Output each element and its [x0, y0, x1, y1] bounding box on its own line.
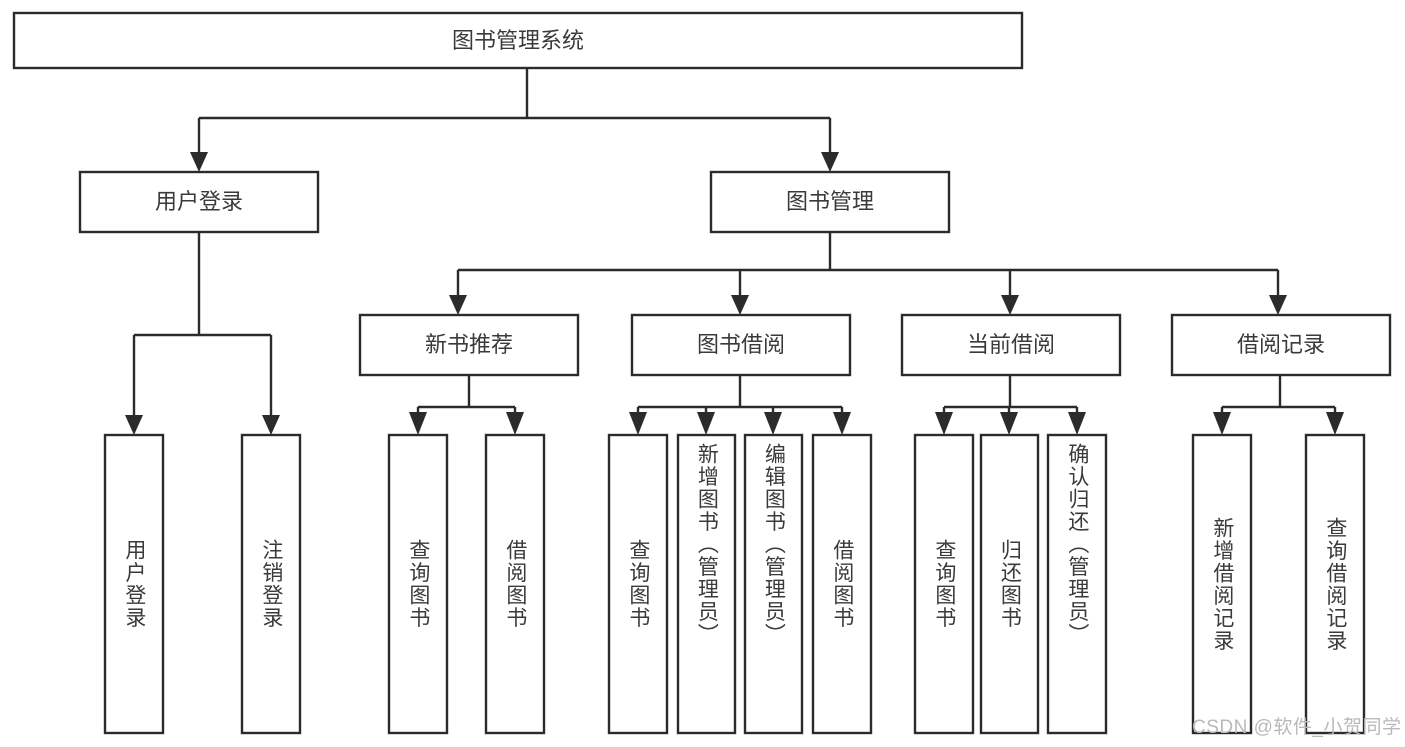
- node-leaf-user-login[interactable]: [103, 433, 165, 735]
- node-leaf-add-book[interactable]: [676, 433, 737, 735]
- arrowhead-leaf-edit-book: [764, 412, 782, 435]
- node-leaf-add-record[interactable]: [1191, 433, 1253, 735]
- node-current-borrow[interactable]: 当前借阅: [900, 313, 1122, 377]
- node-leaf-query-book-c[interactable]: [913, 433, 975, 735]
- node-root[interactable]: 图书管理系统: [12, 11, 1024, 70]
- arrowhead-leaf-query-record: [1326, 412, 1344, 435]
- node-layer: 图书管理系统 用户登录 图书管理 新书推荐 图书借阅 当前: [12, 11, 1392, 735]
- watermark-csdn: CSDN @软件_小贺同学: [1192, 717, 1402, 738]
- node-leaf-borrow-book-a[interactable]: [484, 433, 546, 735]
- node-leaf-return-book[interactable]: [979, 433, 1040, 735]
- node-book-borrow-label: 图书借阅: [697, 332, 785, 357]
- arrowhead-leaf-logout: [262, 415, 280, 435]
- node-leaf-query-book-b[interactable]: [607, 433, 669, 735]
- node-borrow-record[interactable]: 借阅记录: [1170, 313, 1392, 377]
- node-user-login[interactable]: 用户登录: [78, 170, 320, 234]
- arrowhead-leaf-query-book-b: [629, 412, 647, 435]
- arrowhead-leaf-user-login: [125, 415, 143, 435]
- arrowhead-current-borrow: [1001, 295, 1019, 315]
- node-book-manage-label: 图书管理: [786, 189, 874, 214]
- arrowhead-leaf-query-book-a: [409, 412, 427, 435]
- node-book-borrow[interactable]: 图书借阅: [630, 313, 852, 377]
- arrowhead-leaf-confirm-return: [1068, 412, 1086, 435]
- node-leaf-borrow-book-b[interactable]: [811, 433, 873, 735]
- node-root-label: 图书管理系统: [452, 28, 584, 53]
- arrowhead-leaf-query-book-c: [935, 412, 953, 435]
- node-new-book-rec[interactable]: 新书推荐: [358, 313, 580, 377]
- arrowhead-leaf-return-book: [1000, 412, 1018, 435]
- node-leaf-logout[interactable]: [240, 433, 302, 735]
- node-leaf-edit-book[interactable]: [743, 433, 804, 735]
- node-user-login-label: 用户登录: [155, 189, 243, 214]
- node-new-book-rec-label: 新书推荐: [425, 332, 513, 357]
- node-leaf-query-book-a[interactable]: [387, 433, 449, 735]
- arrowhead-borrow-record: [1269, 295, 1287, 315]
- connector-layer: [125, 68, 1344, 435]
- arrowhead-leaf-borrow-book-a: [506, 412, 524, 435]
- node-leaf-confirm-return[interactable]: [1046, 433, 1108, 735]
- node-current-borrow-label: 当前借阅: [967, 332, 1055, 357]
- arrowhead-leaf-add-record: [1213, 412, 1231, 435]
- node-book-manage[interactable]: 图书管理: [709, 170, 951, 234]
- arrowhead-book-manage: [821, 152, 839, 172]
- arrowhead-new-book-rec: [449, 295, 467, 315]
- arrowhead-leaf-add-book: [697, 412, 715, 435]
- node-leaf-query-record[interactable]: [1304, 433, 1366, 735]
- arrowhead-user-login: [190, 152, 208, 172]
- arrowhead-leaf-borrow-book-b: [833, 412, 851, 435]
- node-borrow-record-label: 借阅记录: [1237, 332, 1325, 357]
- arrowhead-book-borrow: [731, 295, 749, 315]
